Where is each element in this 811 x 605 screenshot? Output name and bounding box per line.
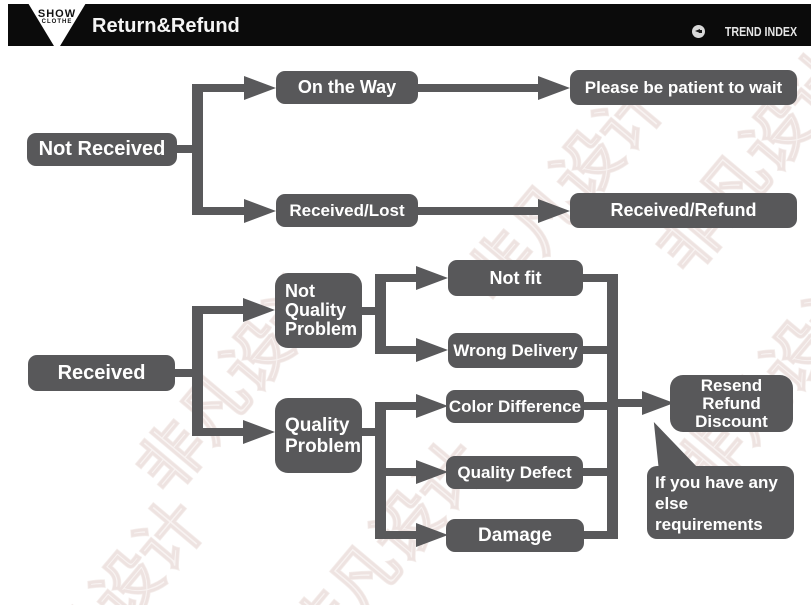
arrowhead [416, 460, 448, 484]
node-line: Quality [285, 300, 347, 320]
connector [386, 274, 418, 282]
node-received-lost: Received/Lost [276, 194, 418, 227]
node-line: Problem [285, 319, 358, 339]
logo-text-clothe: CLOTHE [41, 19, 73, 25]
connector [203, 428, 245, 436]
connector [583, 274, 618, 282]
connector [584, 531, 618, 539]
page-title: Return&Refund [92, 15, 240, 37]
note-line: could also tell us [655, 557, 769, 597]
connector [175, 369, 195, 377]
connector [386, 531, 418, 539]
arrowhead [642, 391, 674, 415]
connector [418, 207, 540, 215]
node-on-the-way: On the Way [276, 71, 418, 104]
node-line: Refund [702, 393, 761, 413]
node-color-difference: Color Difference [446, 390, 584, 423]
connector [418, 84, 540, 92]
speech-bubble-note: If you have any else requirements you co… [647, 466, 794, 597]
node-damage: Damage [446, 519, 584, 552]
connector [584, 402, 618, 410]
node-quality-defect: Quality Defect [446, 456, 583, 489]
node-resend-refund-discount: Resend Refund Discount [670, 375, 793, 432]
connector [583, 346, 618, 354]
node-received: Received [28, 355, 175, 391]
connector [192, 84, 203, 215]
connector [375, 274, 386, 354]
node-received-refund: Received/Refund [570, 193, 797, 228]
arrowhead [416, 394, 448, 418]
arrowhead [244, 199, 276, 223]
connector [362, 428, 380, 436]
connector [386, 468, 418, 476]
note-line: If you have any else [655, 473, 778, 513]
arrowhead [244, 76, 276, 100]
connector [607, 274, 618, 539]
node-line: Problem [285, 435, 362, 457]
logo-text-show: SHOW [37, 8, 77, 20]
trend-arrow-icon [691, 25, 705, 38]
arrowhead [416, 266, 448, 290]
connector [200, 84, 246, 92]
arrowhead [243, 298, 275, 322]
arrowhead [416, 523, 448, 547]
connector [177, 145, 197, 153]
connector [375, 402, 386, 539]
node-wrong-delivery: Wrong Delivery [448, 333, 583, 368]
node-not-fit: Not fit [448, 260, 583, 296]
node-line: Not [285, 281, 315, 301]
node-quality-problem: Quality Problem [275, 398, 362, 473]
connector [203, 306, 245, 314]
connector [200, 207, 246, 215]
watermark: 非凡设计 [642, 36, 811, 287]
trend-index-label: TREND INDEX [724, 24, 797, 39]
node-line: Quality [285, 414, 350, 436]
connector [614, 399, 644, 407]
header-bar [8, 4, 811, 46]
node-not-received: Not Received [27, 133, 177, 166]
arrowhead [538, 76, 570, 100]
arrowhead [538, 199, 570, 223]
connector [362, 307, 380, 315]
node-line: Discount [695, 411, 768, 431]
connector [583, 468, 618, 476]
note-line: requirements you [655, 515, 763, 555]
arrowhead [243, 420, 275, 444]
arrowhead [416, 338, 448, 362]
connector [386, 346, 418, 354]
node-line: Resend [700, 375, 763, 395]
trend-index: TREND INDEX [691, 24, 797, 39]
node-not-quality-problem: Not Quality Problem [275, 273, 362, 348]
watermark: 非凡设计 [0, 476, 224, 605]
connector [192, 306, 203, 436]
connector [386, 402, 418, 410]
node-please-be-patient: Please be patient to wait [570, 70, 797, 105]
